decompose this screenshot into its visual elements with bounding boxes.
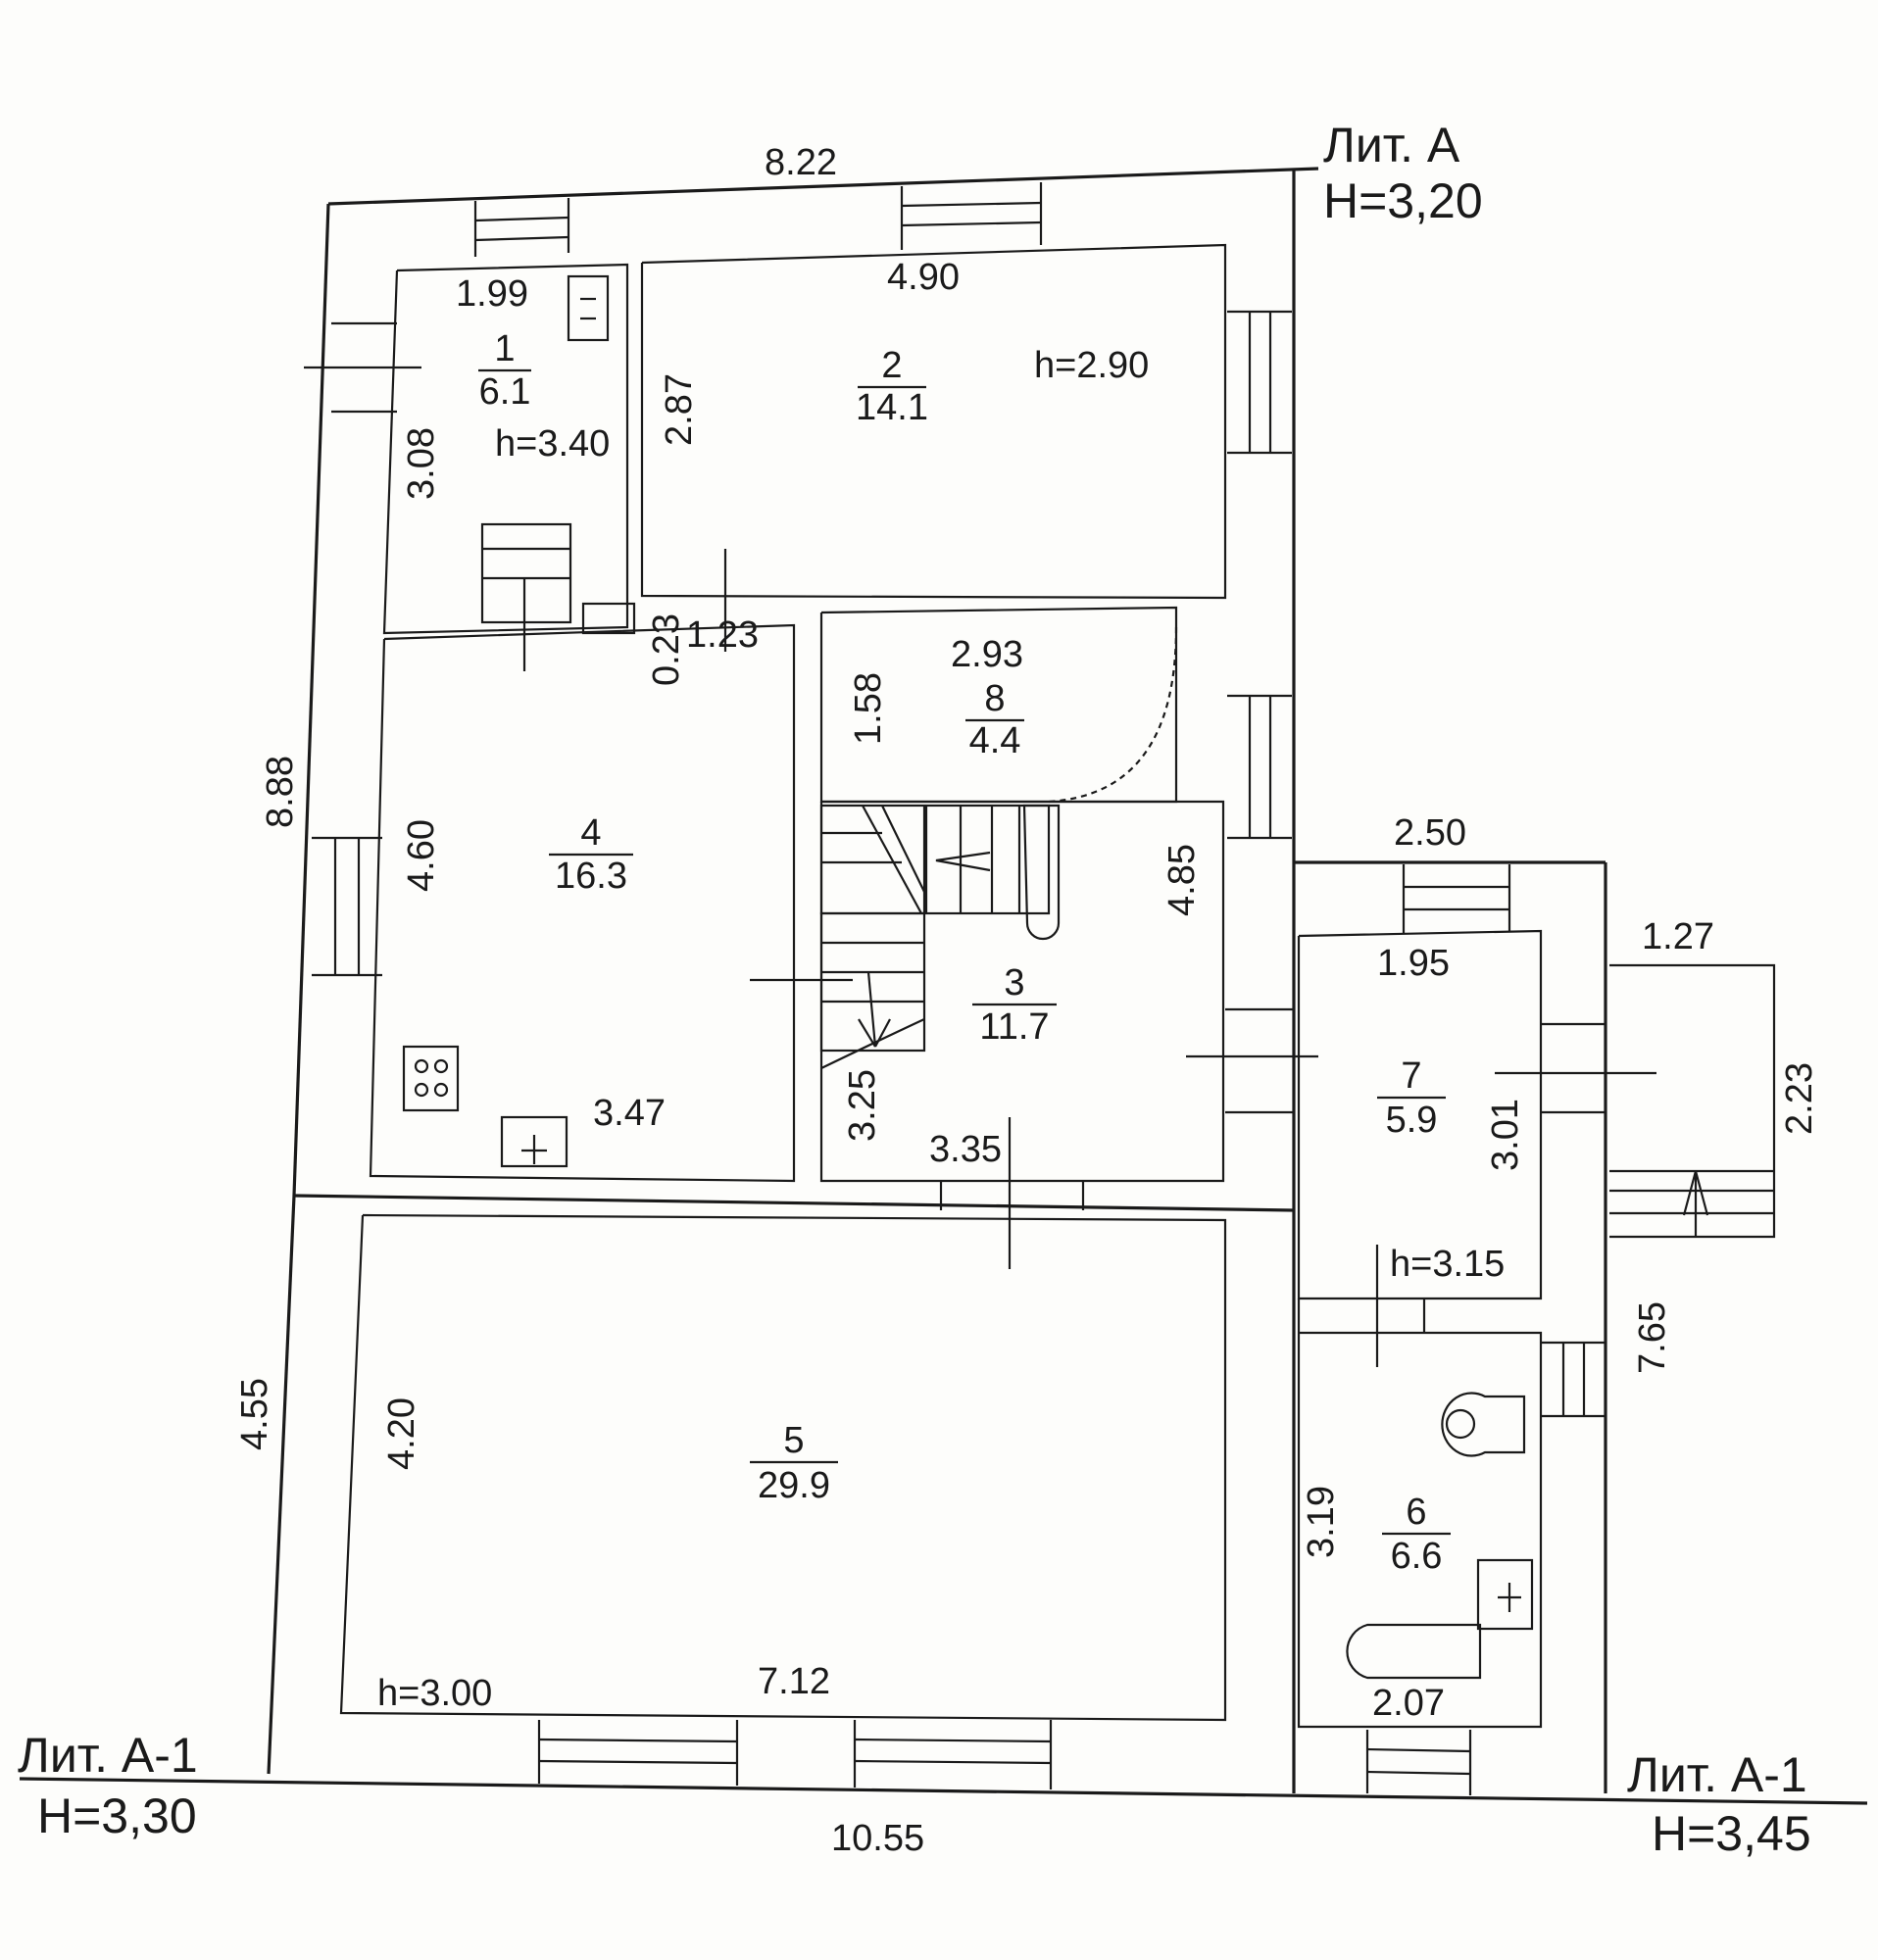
room-1-area: 6.1 [479,371,531,413]
room-2-outline [640,243,1227,600]
room-3-outline [819,800,1225,1183]
dim-r5-width: 7.12 [758,1661,830,1702]
room-5-outline [339,1213,1227,1722]
room-8-area: 4.4 [969,720,1021,761]
windows [312,182,1606,1795]
room-6-label: 6 6.6 [1382,1492,1451,1577]
room-1-number: 1 [494,328,515,369]
outer-walls [19,167,1868,1805]
dim-porch-depth: 2.23 [1779,1062,1820,1135]
dim-r2-depth: 2.87 [659,373,700,446]
dim-r3-width: 3.35 [929,1129,1002,1170]
room-5-label: 5 29.9 h=3.00 [377,1420,838,1714]
room-1-height: h=3.40 [495,423,610,465]
room-4-number: 4 [580,812,601,854]
porch-arrow-icon [1682,1170,1709,1237]
dim-top-overall: 8.22 [765,142,837,183]
room-1-label: 1 6.1 h=3.40 [478,328,610,465]
room-7-outline [1297,929,1543,1300]
dim-left-lower-overall: 4.55 [234,1378,275,1450]
dim-annex-top: 2.50 [1394,812,1466,854]
room-5-height: h=3.00 [377,1673,492,1714]
toilet-icon [1441,1392,1526,1457]
staircase-icon [819,804,1061,1069]
dim-wall-gap: 0.23 [646,613,687,686]
lit-a-height: H=3,20 [1323,173,1483,228]
door-marks [304,366,1656,1367]
dim-r8-depth: 1.58 [848,672,889,745]
room-3-label: 3 11.7 [972,962,1057,1048]
dim-r3-inner-depth: 3.25 [842,1069,883,1142]
room-5-area: 29.9 [758,1465,830,1506]
room-3-number: 3 [1004,962,1024,1004]
dim-r5-depth: 4.20 [381,1397,422,1470]
room-1-outline [382,263,629,635]
room-2-number: 2 [881,345,902,386]
sink-icon [500,1115,568,1168]
room-7-number: 7 [1401,1055,1421,1097]
room-4-area: 16.3 [555,856,627,897]
dim-r1-width: 1.99 [456,273,528,315]
dim-left-upper-overall: 8.88 [260,756,301,828]
room-8-number: 8 [984,678,1005,719]
dim-r6-width: 2.07 [1372,1683,1445,1724]
dim-r4-depth: 4.60 [401,819,442,892]
dim-r4-width: 3.47 [593,1093,666,1134]
lit-a-label: Лит. А [1323,118,1460,172]
bathtub-icon [1346,1558,1534,1680]
room-6-number: 6 [1406,1492,1426,1533]
room-7-label: 7 5.9 h=3.15 [1377,1055,1505,1285]
lit-a1-left-height: H=3,30 [37,1788,197,1843]
room-2-height: h=2.90 [1034,345,1149,386]
dimensions-vertical: 3.08 2.87 0.23 1.58 8.88 4.60 4.85 3.25 … [234,373,1820,1558]
dim-right-annex-overall: 7.65 [1632,1301,1673,1374]
dim-r7-depth: 3.01 [1485,1099,1526,1171]
dim-r3-depth: 4.85 [1161,844,1203,916]
dim-r8-width: 2.93 [951,634,1023,675]
stove-icon [402,1045,460,1112]
dim-r2-width: 4.90 [887,257,960,298]
room-2-area: 14.1 [856,387,928,428]
room-6-outline [1297,1331,1543,1729]
dim-r7-width: 1.95 [1377,943,1450,984]
room-4-outline [369,623,796,1183]
dimensions-horizontal: 8.22 1.99 4.90 1.23 2.93 3.47 3.35 2.50 … [456,142,1714,1859]
room-3-area: 11.7 [979,1006,1049,1048]
room-6-area: 6.6 [1391,1536,1443,1577]
lit-a1-right-label: Лит. А-1 [1627,1747,1807,1802]
room-7-height: h=3.15 [1390,1244,1505,1285]
room-7-area: 5.9 [1386,1100,1438,1141]
dim-bottom-overall: 10.55 [831,1818,924,1859]
dim-r6-depth: 3.19 [1301,1486,1342,1558]
stove-icon-room-1 [567,274,610,342]
dim-corridor-width: 1.23 [686,614,759,656]
room-4-label: 4 16.3 [549,812,633,897]
stair-icon-room-1 [480,522,572,624]
room-2-label: 2 14.1 h=2.90 [856,345,1149,428]
lit-a1-left-label: Лит. А-1 [18,1728,198,1783]
dim-r1-depth: 3.08 [401,427,442,500]
lit-a1-right-height: H=3,45 [1652,1806,1811,1861]
porch-outline [1609,963,1776,1239]
room-8-label: 8 4.4 [965,678,1024,761]
dim-porch-width: 1.27 [1642,916,1714,957]
room-5-number: 5 [783,1420,804,1461]
